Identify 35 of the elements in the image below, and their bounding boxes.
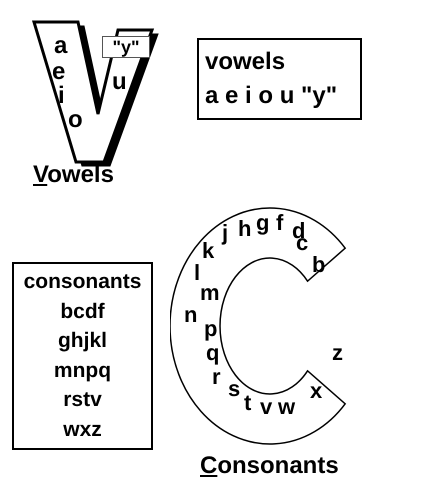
letter: j [222, 222, 228, 244]
letter: t [244, 392, 252, 414]
text-box [197, 38, 362, 120]
box-text: ghjkl [58, 328, 107, 354]
letter: p [204, 318, 218, 340]
text-box [12, 262, 153, 450]
letter: m [200, 282, 220, 304]
letter-tag: "y" [102, 36, 150, 58]
box-text: consonants [24, 269, 142, 296]
box-text: vowels [205, 47, 286, 77]
box-text: a e i o u "y" [205, 81, 338, 111]
letter: g [256, 212, 270, 234]
letter: w [278, 396, 296, 418]
box-text: mnpq [54, 358, 112, 384]
box-text: wxz [63, 416, 102, 443]
letter: a [54, 34, 68, 58]
letter: v [260, 396, 272, 418]
letter: e [52, 60, 66, 84]
box-text: rstv [63, 387, 102, 414]
letter: x [310, 380, 322, 402]
letter: r [212, 366, 221, 388]
letter: n [184, 304, 198, 326]
letter: i [58, 84, 65, 108]
letter: s [228, 378, 240, 400]
letter: l [194, 262, 200, 284]
letter: h [238, 218, 252, 240]
letter: k [202, 240, 214, 262]
letter: u [112, 70, 127, 94]
letter: q [206, 342, 220, 364]
letter: z [332, 342, 343, 364]
letter: o [68, 108, 83, 132]
shape-caption: Vowels [33, 163, 114, 187]
box-text: bcdf [60, 298, 105, 325]
shape-caption: Consonants [200, 454, 339, 478]
letter: f [276, 212, 284, 234]
